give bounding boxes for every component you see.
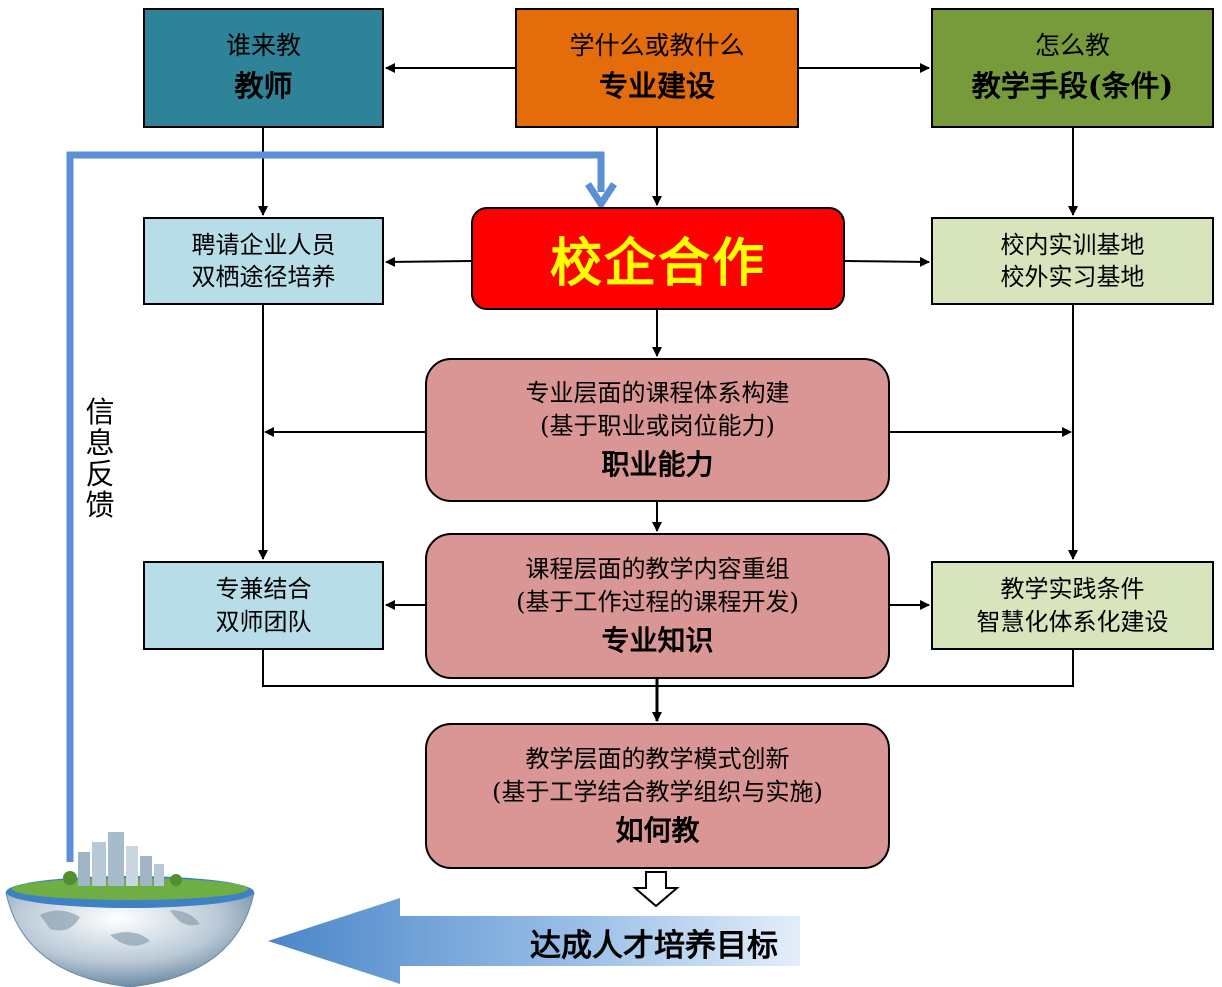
practice-conditions-line2: 智慧化体系化建设 [976,607,1169,636]
level1-key: 职业能力 [601,447,714,481]
level2-key: 专业知识 [601,623,714,657]
level3-key: 如何教 [615,813,700,847]
level2-line1: 课程层面的教学内容重组 [525,554,790,583]
feedback-line [66,151,605,862]
goal-label: 达成人才培养目标 [530,928,778,964]
practice-conditions-line1: 教学实践条件 [1000,575,1145,604]
box-school-enterprise-cooperation: 校企合作 [471,207,845,310]
what-answer: 专业建设 [598,69,715,104]
dual-teacher-line2: 双师团队 [215,607,312,636]
who-answer: 教师 [234,69,293,104]
enterprise-staff-line1: 聘请企业人员 [191,230,336,259]
hollow-down-arrow-icon [632,871,680,908]
box-content-reorganization: 课程层面的教学内容重组 (基于工作过程的课程开发) 专业知识 [425,533,890,679]
center-title: 校企合作 [549,233,766,294]
level1-line2: (基于职业或岗位能力) [540,412,775,441]
level1-line1: 专业层面的课程体系构建 [525,378,790,407]
how-answer: 教学手段(条件) [971,69,1174,104]
box-teaching-mode-innovation: 教学层面的教学模式创新 (基于工学结合教学组织与实施) 如何教 [425,723,890,869]
box-curriculum-system: 专业层面的课程体系构建 (基于职业或岗位能力) 职业能力 [425,358,890,502]
box-who-teaches: 谁来教 教师 [143,8,384,128]
how-question: 怎么教 [1034,30,1110,60]
box-what-to-teach: 学什么或教什么 专业建设 [515,8,799,128]
feedback-arrowhead-icon [585,182,617,211]
training-bases-line1: 校内实训基地 [1000,230,1145,259]
what-question: 学什么或教什么 [569,30,745,60]
box-dual-teacher-team: 专兼结合 双师团队 [143,561,384,650]
box-how-to-teach: 怎么教 教学手段(条件) [931,8,1214,128]
level3-line2: (基于工学结合教学组织与实施) [492,778,823,807]
enterprise-staff-line2: 双栖途径培养 [191,263,336,291]
box-training-bases: 校内实训基地 校外实习基地 [931,217,1214,305]
level3-line1: 教学层面的教学模式创新 [525,744,790,773]
level2-line2: (基于工作过程的课程开发) [516,588,799,617]
floating-city-globe-icon [5,832,255,987]
feedback-label: 信息反馈 [85,395,115,522]
training-bases-line2: 校外实习基地 [1000,263,1145,291]
dual-teacher-line1: 专兼结合 [215,575,312,604]
box-enterprise-staff: 聘请企业人员 双栖途径培养 [143,217,384,305]
goal-arrow [268,898,800,984]
box-practice-conditions: 教学实践条件 智慧化体系化建设 [931,561,1214,650]
who-question: 谁来教 [225,30,301,60]
